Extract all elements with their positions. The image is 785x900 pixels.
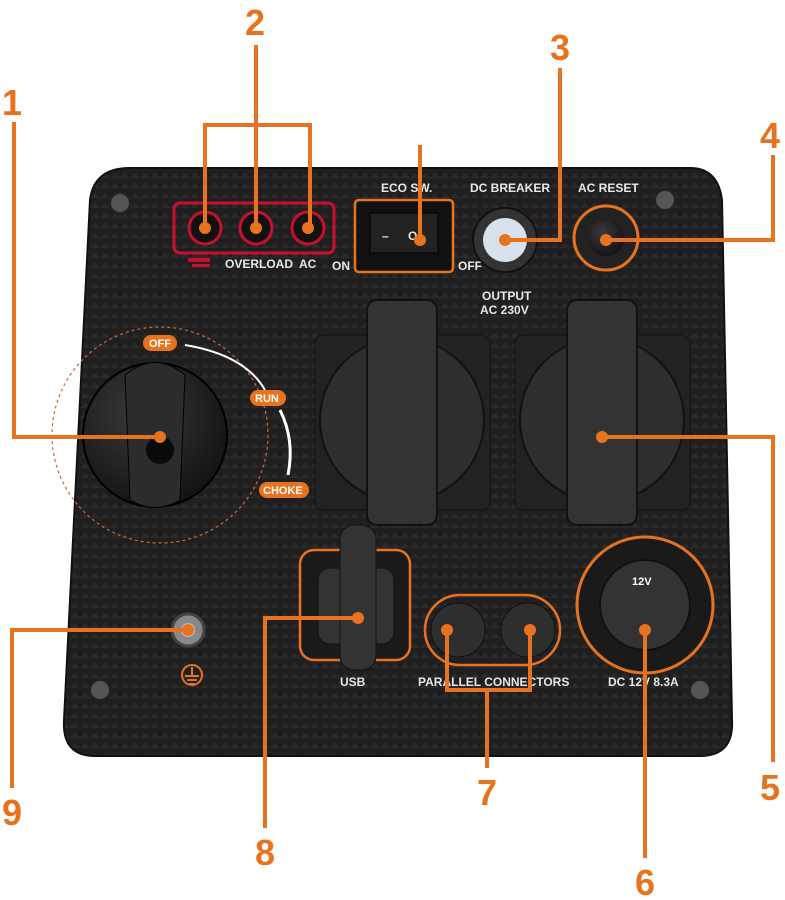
dial-run-label: RUN <box>255 393 279 405</box>
callout-7: 7 <box>477 772 497 813</box>
dial-choke-label: CHOKE <box>263 485 303 497</box>
ac-socket[interactable] <box>514 299 691 526</box>
run-pill <box>250 390 286 406</box>
screw-icon <box>89 189 711 701</box>
dc-socket-face: 12V <box>632 576 652 588</box>
ground-icon <box>181 664 203 686</box>
callout-9: 9 <box>2 792 22 833</box>
eco-switch-label: ECO SW. <box>381 181 432 195</box>
oil-warning-icon <box>188 258 210 267</box>
callout-8: 8 <box>255 832 275 873</box>
callout-4: 4 <box>760 115 780 156</box>
choke-pill <box>259 482 309 498</box>
callout-3: 3 <box>550 27 570 68</box>
callout-dots <box>154 222 651 636</box>
ac-socket[interactable] <box>314 299 491 526</box>
parallel-label: PARALLEL CONNECTORS <box>418 675 569 689</box>
usb-cover-strap <box>339 524 377 671</box>
overload-label: OVERLOAD <box>225 257 293 271</box>
switch-off-mark: O <box>408 229 417 243</box>
callout-2: 2 <box>245 2 265 43</box>
callout-lines <box>10 45 775 858</box>
on-label: ON <box>332 259 350 273</box>
ac-reset-label: AC RESET <box>578 181 639 195</box>
ac-label: AC <box>299 257 317 271</box>
eco-rocker <box>369 212 439 254</box>
callout-6: 6 <box>635 862 655 900</box>
parallel-frame <box>423 593 562 667</box>
output-label: OUTPUT <box>482 289 532 303</box>
arrow-icon <box>278 409 292 476</box>
callout-5: 5 <box>760 767 780 808</box>
off-label: OFF <box>458 259 482 273</box>
parallel-connector[interactable] <box>430 602 486 658</box>
output-voltage-label: AC 230V <box>480 303 529 317</box>
arrow-icon <box>184 344 266 391</box>
dial-off-label: OFF <box>149 338 171 350</box>
callout-1: 1 <box>2 82 22 123</box>
dial-hole <box>146 436 174 464</box>
switch-on-mark: – <box>382 229 389 243</box>
usb-label: USB <box>340 675 366 689</box>
dc-breaker-label: DC BREAKER <box>470 181 550 195</box>
off-pill <box>143 335 177 351</box>
